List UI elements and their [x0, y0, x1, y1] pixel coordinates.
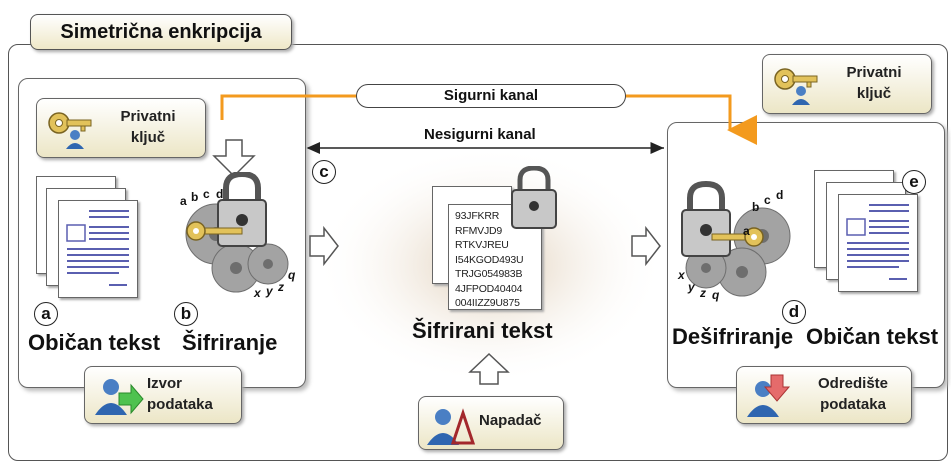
- ciphertext-label: Šifrirani tekst: [412, 318, 553, 343]
- attacker-label: Napadač: [479, 412, 542, 429]
- plain-document-front: [58, 200, 138, 298]
- step-d-marker: d: [782, 300, 806, 324]
- cipher-line-4: I54KGOD493U: [455, 253, 524, 266]
- cipher-line-5: TRJG054983B: [455, 268, 523, 280]
- arrow-attacker-up: [468, 352, 510, 385]
- gear-letter-z-right: z: [700, 286, 706, 300]
- gear-letter-x-right: x: [678, 268, 685, 282]
- key-user-icon: [48, 112, 92, 149]
- arrow-key-down: [212, 139, 256, 178]
- gear-letter-a-right: a: [743, 224, 750, 238]
- gear-letter-y-left: y: [266, 284, 273, 298]
- outer-frame: [8, 44, 948, 461]
- key-user-icon: [774, 68, 818, 105]
- source-line2: podataka: [147, 396, 213, 413]
- destination-line1: Odredište: [817, 375, 889, 392]
- document-lines-icon: [66, 210, 129, 286]
- document-lines-icon: [846, 204, 909, 280]
- encryption-gears-lock-icon: [185, 172, 289, 293]
- decryption-gears-lock-icon: [681, 180, 791, 297]
- private-key-left-line2: ključ: [130, 129, 166, 146]
- user-destination-icon: [747, 374, 791, 417]
- step-b-marker: b: [174, 302, 198, 326]
- gear-letter-q-right: q: [712, 288, 720, 302]
- decryption-label: Dešifriranje: [672, 324, 794, 349]
- cipher-line-7: 004IIZZ9U875: [455, 297, 520, 309]
- gear-letter-b-left: b: [191, 190, 199, 204]
- step-c-marker: c: [312, 160, 336, 184]
- attacker-warning-icon: [427, 408, 475, 445]
- cipher-line-3: RTKVJREU: [455, 239, 509, 251]
- step-a-marker: a: [34, 302, 58, 326]
- gear-letter-d-left: d: [216, 187, 224, 201]
- source-line1: Izvor: [147, 375, 183, 392]
- arrow-to-receiver: [631, 225, 661, 267]
- gear-letter-c-left: c: [203, 187, 210, 201]
- destination-line2: podataka: [820, 396, 886, 413]
- diagram-title: Simetrična enkripcija: [30, 14, 292, 50]
- insecure-channel-label: Nesigurni kanal: [424, 126, 536, 143]
- attacker-card: Napadač: [418, 396, 564, 450]
- cipher-line-2: RFMVJD9: [455, 224, 503, 237]
- private-key-card-right: Privatni ključ: [762, 54, 932, 114]
- cipher-lock-icon: [511, 166, 557, 229]
- private-key-right-line2: ključ: [856, 85, 892, 102]
- plain-text-left-label: Običan tekst: [28, 330, 161, 355]
- private-key-left-line1: Privatni: [120, 108, 176, 125]
- gear-letter-c-right: c: [764, 193, 771, 207]
- secure-channel-label: Sigurni kanal: [356, 84, 626, 108]
- gear-letter-z-left: z: [278, 280, 284, 294]
- gear-letter-y-right: y: [688, 280, 695, 294]
- arrow-to-cipher: [309, 225, 339, 267]
- private-key-card-left: Privatni ključ: [36, 98, 206, 158]
- plain-document-front-right: [838, 194, 918, 292]
- user-source-icon: [95, 379, 144, 415]
- private-key-right-line1: Privatni: [846, 64, 902, 81]
- gear-letter-q-left: q: [288, 268, 296, 282]
- source-card: Izvor podataka: [84, 366, 242, 424]
- gear-letter-a-left: a: [180, 194, 187, 208]
- gear-letter-d-right: d: [776, 188, 784, 202]
- gear-letter-b-right: b: [752, 200, 760, 214]
- step-e-marker: e: [902, 170, 926, 194]
- gear-letter-x-left: x: [254, 286, 261, 300]
- cipher-line-6: 4JFPOD40404: [455, 282, 523, 295]
- plain-text-right-label: Običan tekst: [806, 324, 939, 349]
- encryption-label: Šifriranje: [182, 330, 278, 355]
- cipher-line-1: 93JFKRR: [455, 210, 500, 222]
- destination-card: Odredište podataka: [736, 366, 912, 424]
